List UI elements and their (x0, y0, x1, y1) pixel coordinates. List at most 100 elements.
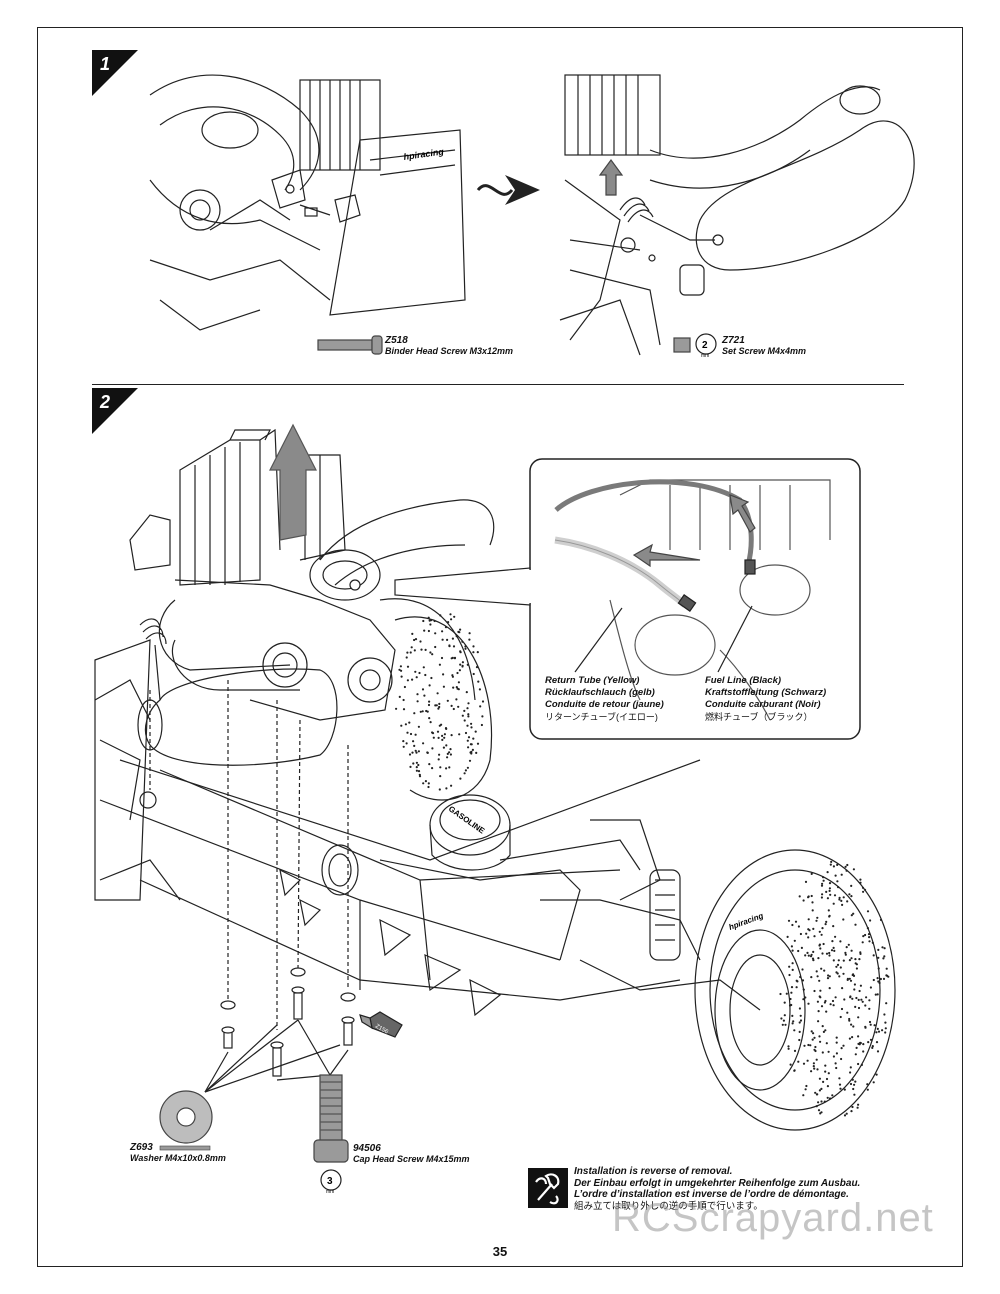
tread-pin (821, 952, 823, 954)
brand-decal-wheel: hpiracing (728, 911, 765, 932)
tread-pin (824, 1001, 826, 1003)
tread-pin (835, 875, 837, 877)
tread-pin (850, 1110, 852, 1112)
tread-pin (413, 712, 415, 714)
tread-pin (870, 986, 872, 988)
tread-pin (833, 903, 835, 905)
tread-pin (425, 649, 427, 651)
tread-pin (853, 1094, 855, 1096)
page-number: 35 (488, 1244, 512, 1259)
tread-pin (807, 936, 809, 938)
tread-pin (864, 889, 866, 891)
tread-pin (445, 744, 447, 746)
tread-pin (467, 713, 469, 715)
tread-pin (783, 1020, 785, 1022)
tread-pin (864, 1027, 866, 1029)
tread-pin (422, 620, 424, 622)
tread-pin (853, 975, 855, 977)
tread-pin (856, 967, 858, 969)
tread-pin (431, 653, 433, 655)
tread-pin (403, 746, 405, 748)
tread-pin (448, 766, 450, 768)
tread-pin (799, 976, 801, 978)
tread-pin (842, 1045, 844, 1047)
tread-pin (857, 1104, 859, 1106)
tread-pin (422, 688, 424, 690)
tread-pin (870, 1024, 872, 1026)
tread-pin (835, 1062, 837, 1064)
tread-pin (819, 944, 821, 946)
tread-pin (437, 692, 439, 694)
tread-pin (833, 1004, 835, 1006)
tread-pin (818, 1010, 820, 1012)
tread-pin (861, 1064, 863, 1066)
tread-pin (858, 999, 860, 1001)
tread-pin (792, 962, 794, 964)
tread-pin (821, 896, 823, 898)
tread-pin (788, 1048, 790, 1050)
tread-pin (431, 747, 433, 749)
tread-pin (819, 1089, 821, 1091)
tread-pin (835, 966, 837, 968)
z518-screw-icon (318, 336, 382, 354)
tread-pin (415, 734, 417, 736)
tread-pin (851, 1036, 853, 1038)
tread-pin (885, 1002, 887, 1004)
tread-pin (398, 669, 400, 671)
tread-pin (862, 887, 864, 889)
p94506-label: 94506 Cap Head Screw M4x15mm (353, 1143, 470, 1165)
tread-pin (877, 949, 879, 951)
wrench-unit-2: mm (701, 353, 709, 359)
tread-pin (411, 752, 413, 754)
tread-pin (816, 917, 818, 919)
tread-pin (411, 646, 413, 648)
tread-pin (789, 1004, 791, 1006)
tread-pin (431, 767, 433, 769)
tread-pin (817, 975, 819, 977)
tread-pin (805, 1085, 807, 1087)
tread-pin (818, 1035, 820, 1037)
tread-pin (836, 1042, 838, 1044)
tread-pin (425, 780, 427, 782)
fuel-line-fr: Conduite carburant (Noir) (705, 699, 826, 711)
tread-pin (406, 742, 408, 744)
tread-pin (804, 954, 806, 956)
tread-pin (823, 1031, 825, 1033)
tread-pin (433, 737, 435, 739)
tread-pin (877, 977, 879, 979)
tread-pin (827, 1085, 829, 1087)
tread-pin (784, 1024, 786, 1026)
assembly-guide-lines (150, 680, 348, 1030)
tread-pin (791, 1015, 793, 1017)
tread-pin (424, 674, 426, 676)
tread-pin (830, 1003, 832, 1005)
tread-pin (454, 657, 456, 659)
tread-pin (457, 688, 459, 690)
gasoline-cap-text: GASOLINE (447, 804, 487, 836)
tread-pin (853, 868, 855, 870)
tread-pin (799, 1007, 801, 1009)
tread-pin (790, 1064, 792, 1066)
tread-pin (814, 1092, 816, 1094)
tread-pin (791, 986, 793, 988)
tread-pin (786, 993, 788, 995)
tread-pin (849, 1071, 851, 1073)
tread-pin (819, 1078, 821, 1080)
tread-pin (862, 891, 864, 893)
tread-pin (467, 664, 469, 666)
tread-pin (801, 947, 803, 949)
tread-pin (462, 661, 464, 663)
tread-pin (858, 958, 860, 960)
z721-name: Set Screw M4x4mm (722, 346, 806, 357)
tread-pin (805, 1088, 807, 1090)
tread-pin (802, 998, 804, 1000)
tread-pin (850, 957, 852, 959)
tread-pin (842, 973, 844, 975)
tread-pin (836, 1052, 838, 1054)
tread-pin (472, 749, 474, 751)
tread-pin (829, 1097, 831, 1099)
tread-pin (442, 673, 444, 675)
tread-pin (465, 732, 467, 734)
return-tube-ja: リターンチューブ(イエロー) (545, 711, 664, 723)
tread-pin (838, 959, 840, 961)
